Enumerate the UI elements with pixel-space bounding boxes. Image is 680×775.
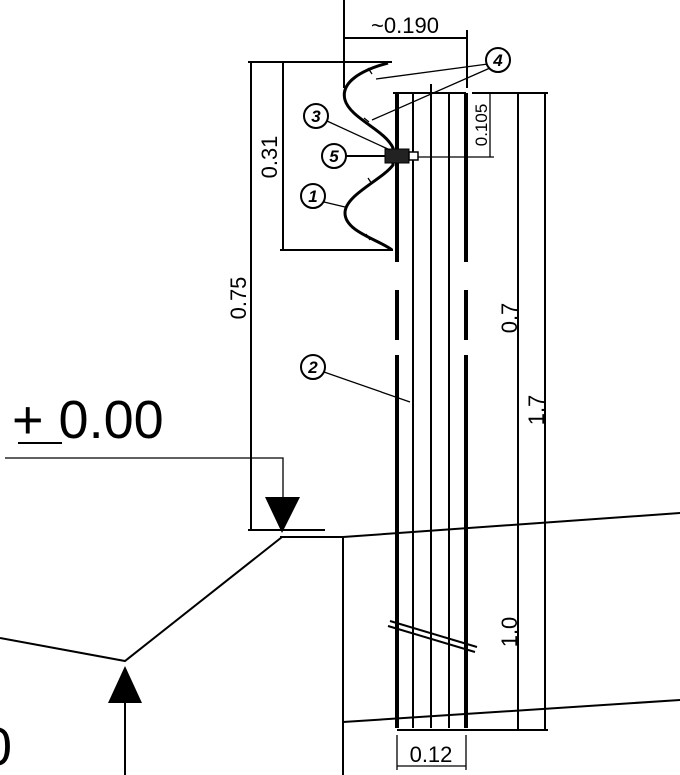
callout-2: 2 [300, 354, 326, 380]
dim-top-width: ~0.190 [371, 13, 439, 38]
partial-left-label: 0 [0, 717, 12, 775]
svg-text:3: 3 [311, 107, 321, 126]
dim-line-total [248, 62, 325, 531]
break-symbol [387, 620, 478, 653]
svg-text:5: 5 [329, 147, 339, 166]
svg-text:1: 1 [308, 187, 317, 206]
level-leader [5, 457, 284, 498]
dim-line-width [396, 735, 467, 770]
svg-text:4: 4 [492, 51, 503, 70]
callout-4: 4 [485, 47, 511, 73]
level-label: + 0.00 [12, 390, 164, 450]
dim-post-upper: 0.7 [497, 303, 522, 334]
arrow-up-icon [108, 666, 142, 703]
ground-profile [0, 512, 680, 775]
callout-1: 1 [300, 183, 326, 209]
dim-line-rail [248, 61, 393, 251]
svg-text:2: 2 [307, 358, 318, 377]
dim-post-embed: 1.0 [497, 617, 522, 648]
dim-post-width: 0.12 [410, 742, 453, 767]
callout-leaders [323, 63, 491, 403]
dim-total-height: 0.75 [226, 277, 251, 320]
callout-5: 5 [321, 143, 347, 169]
post [393, 84, 548, 731]
callout-3: 3 [303, 103, 329, 129]
dim-line-bolt [415, 93, 494, 158]
dim-bolt-height: 0.105 [472, 104, 491, 147]
level-triangle-icon [265, 497, 300, 533]
dimension-lines-right [517, 93, 546, 730]
dim-rail-height: 0.31 [257, 136, 282, 179]
dim-post-total: 1.7 [524, 395, 549, 426]
bolt [346, 148, 419, 164]
